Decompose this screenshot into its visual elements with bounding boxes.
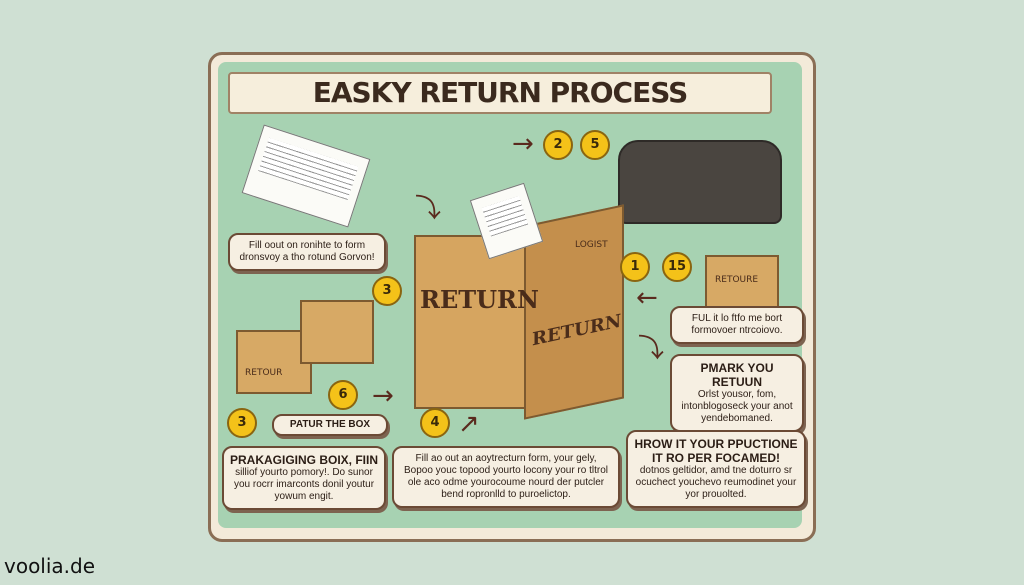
note-ful: FUL it lo ftfo me bort formovoer ntrcoio… bbox=[670, 306, 804, 344]
step-number: 3 bbox=[227, 408, 257, 438]
step-number: 2 bbox=[543, 130, 573, 160]
watermark: voolia.de bbox=[4, 554, 96, 578]
small-box-3 bbox=[705, 255, 779, 309]
note-return-form: Fill ao out an aoytrecturn form, your ge… bbox=[392, 446, 620, 508]
arrow-icon: → bbox=[372, 381, 394, 411]
step-number: 15 bbox=[662, 252, 692, 282]
main-return-box bbox=[414, 235, 528, 409]
note-packaging-title: PRAKAGIGING BOIX, FIIN bbox=[230, 453, 379, 467]
note-packaging: PRAKAGIGING BOIX, FIIN silliof yourto po… bbox=[222, 446, 386, 510]
small-box-side-label: RETOURE bbox=[715, 275, 759, 285]
step-number: 4 bbox=[420, 408, 450, 438]
folded-shirt-illustration bbox=[618, 140, 782, 224]
poster-title: EASKY RETURN PROCESS bbox=[228, 72, 772, 114]
small-box-label: RETOUR bbox=[245, 368, 283, 378]
note-packaging-body: silliof yourto pomory!. Do sunor you roc… bbox=[233, 467, 375, 502]
box-lid-text: LOGIST bbox=[575, 240, 608, 250]
step-number: 5 bbox=[580, 130, 610, 160]
small-box-2 bbox=[300, 300, 374, 364]
arrow-icon: ↗ bbox=[458, 409, 480, 439]
note-mark-return: PMARK YOU RETUUN Orlst yousor, fom, into… bbox=[670, 354, 804, 432]
note-mark-return-body: Orlst yousor, fom, intonblogoseck your a… bbox=[681, 389, 793, 424]
note-fill-form: Fill oout on ronihte to form dronsvoy a … bbox=[228, 233, 386, 271]
note-put-box: PATUR THE BOX bbox=[272, 414, 388, 436]
arrow-icon: → bbox=[512, 129, 534, 159]
box-label-front: RETURN bbox=[420, 285, 539, 314]
arrow-icon: ⤵ bbox=[638, 334, 665, 364]
note-throw: HROW IT YOUR PPUCTIONE IT RO PER FOCAMED… bbox=[626, 430, 806, 508]
note-mark-return-title: PMARK YOU RETUUN bbox=[700, 361, 774, 389]
step-number: 3 bbox=[372, 276, 402, 306]
arrow-icon: ← bbox=[636, 283, 658, 313]
step-number: 6 bbox=[328, 380, 358, 410]
step-number: 1 bbox=[620, 252, 650, 282]
note-throw-title: HROW IT YOUR PPUCTIONE IT RO PER FOCAMED… bbox=[634, 437, 798, 465]
note-throw-body: dotnos geltidor, amd tne doturro sr ocuc… bbox=[635, 465, 797, 500]
arrow-icon: ⤵ bbox=[415, 194, 442, 224]
small-box-1 bbox=[236, 330, 312, 394]
